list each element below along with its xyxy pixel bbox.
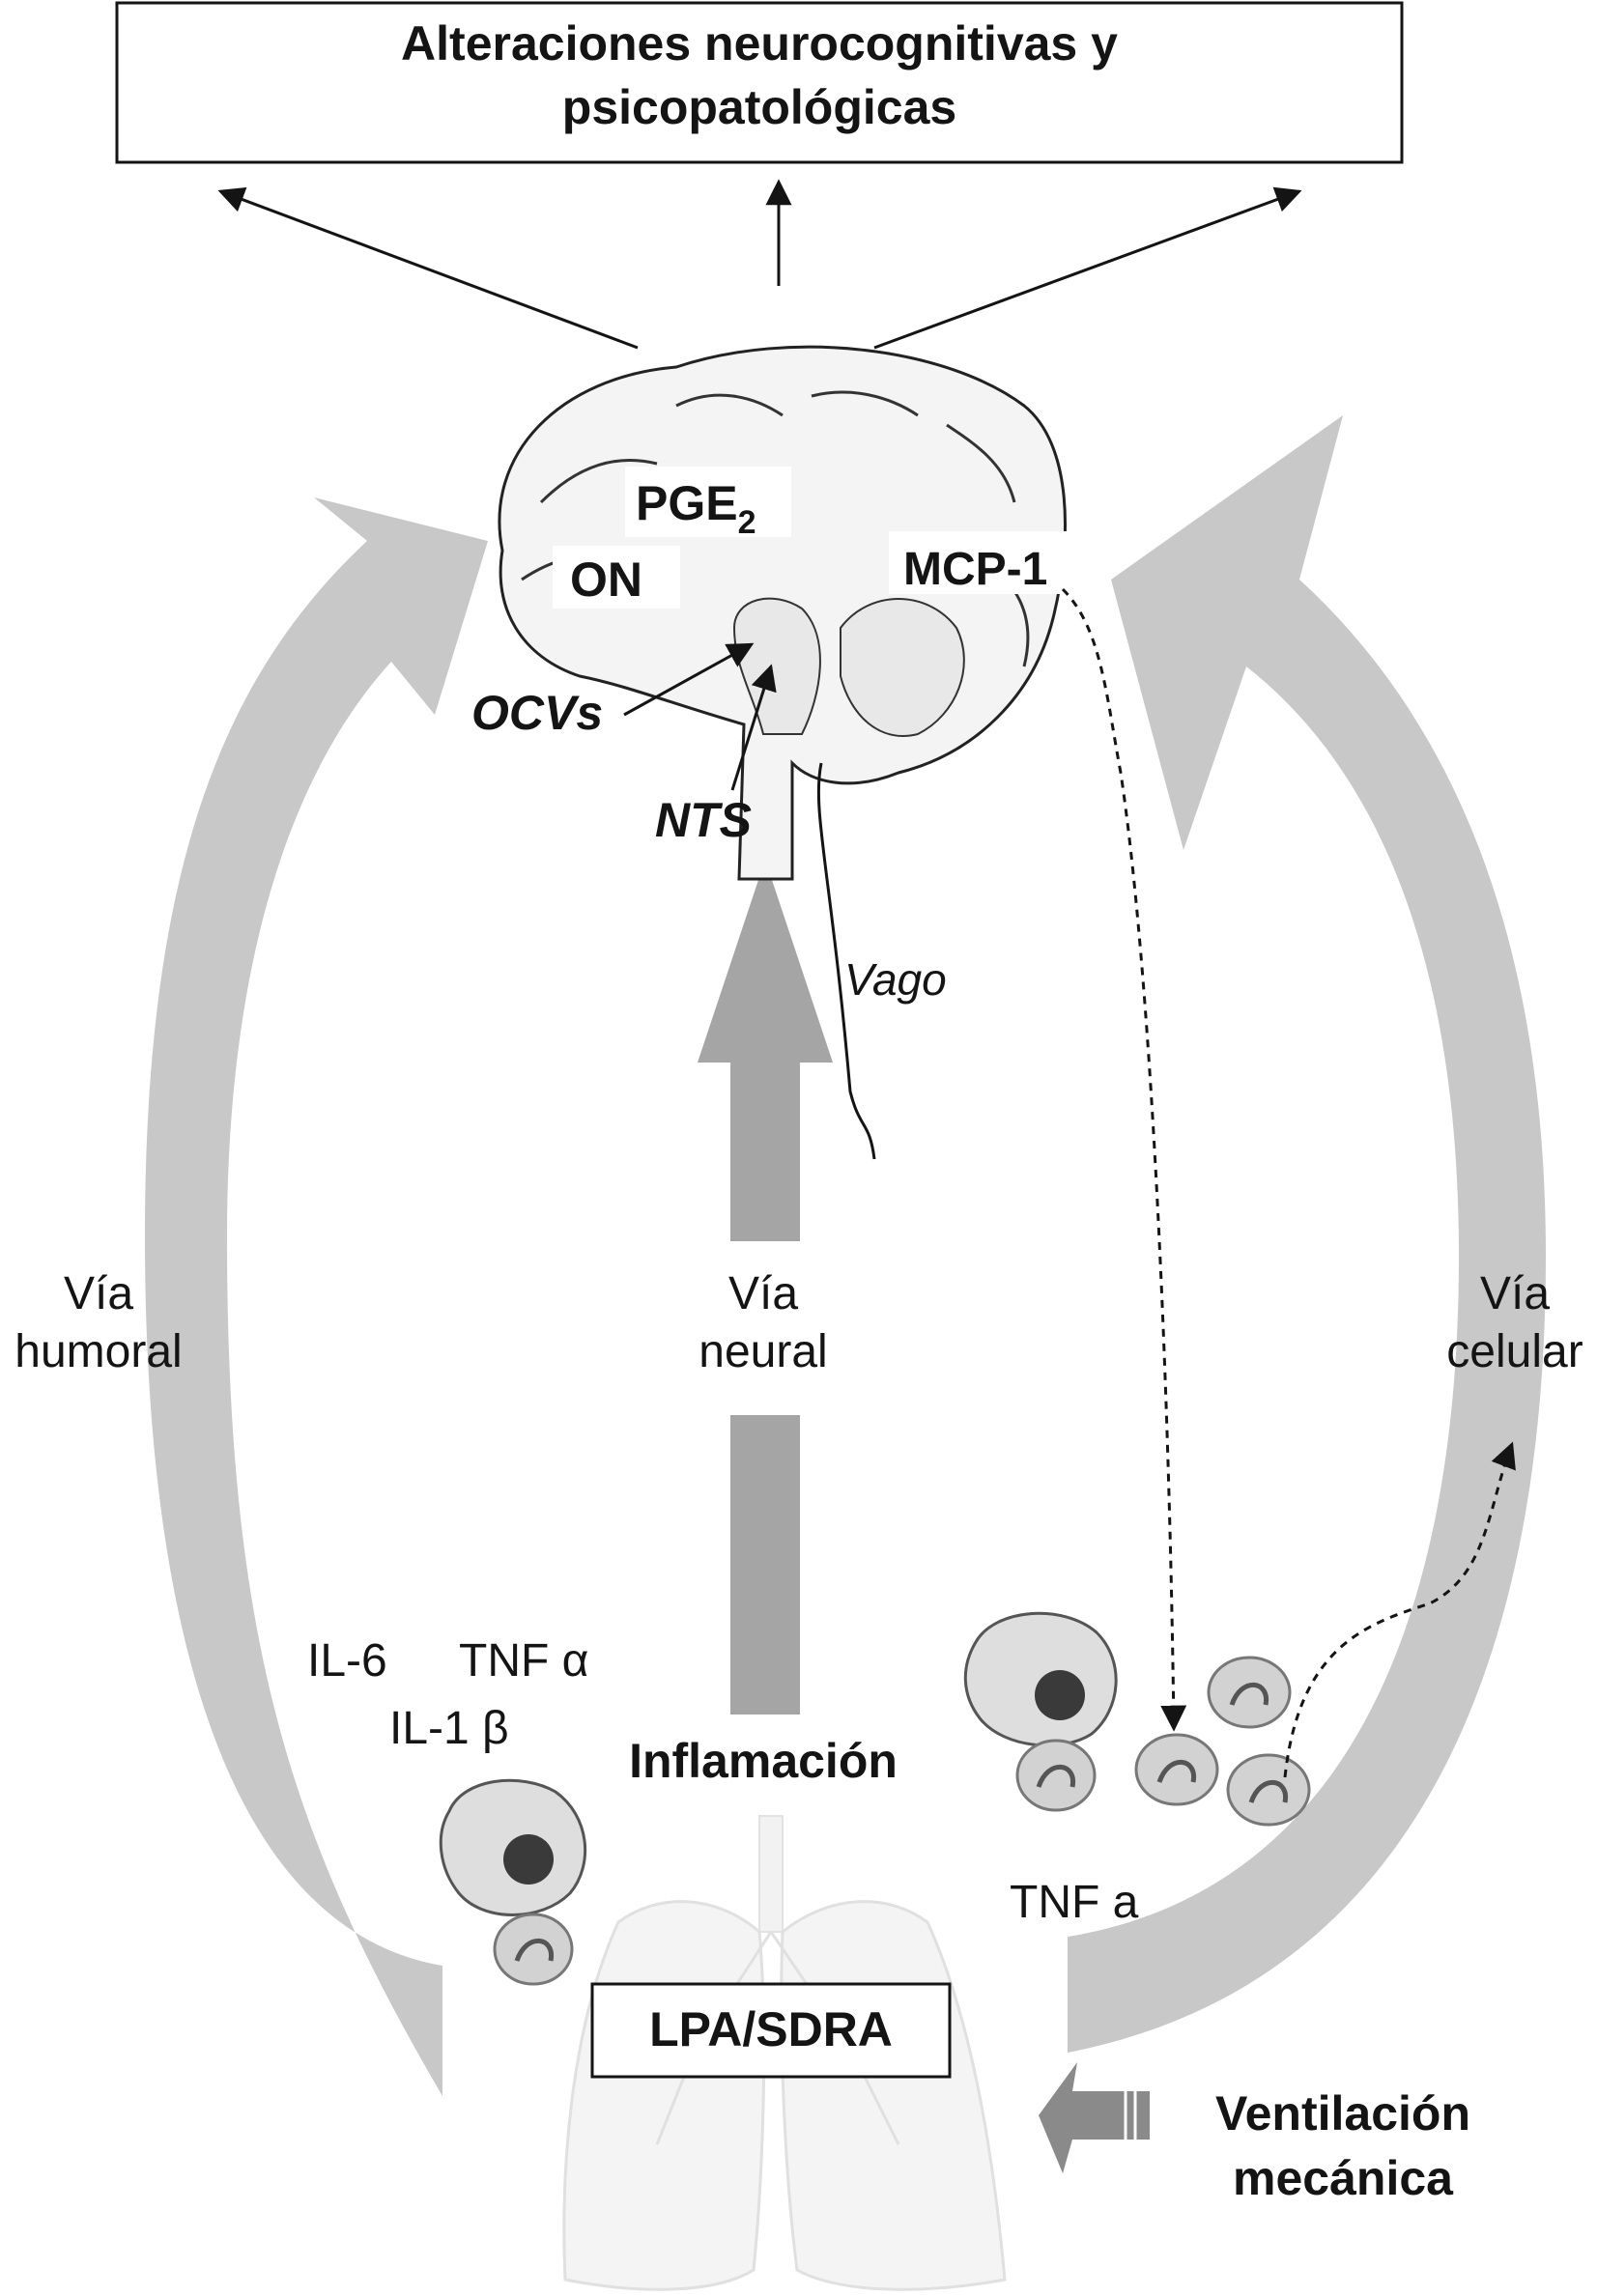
right-cells xyxy=(963,1611,1311,1827)
tnf-alpha-label: TNF α xyxy=(459,1635,588,1687)
left-cells xyxy=(439,1778,587,1986)
on-label: ON xyxy=(570,553,642,607)
macrophage-nucleus xyxy=(503,1834,554,1885)
neural-label-line1: Vía xyxy=(728,1268,798,1319)
humoral-pathway-arrow xyxy=(145,497,488,2096)
mcp1-label-box xyxy=(889,531,1068,594)
outcome-box: Alteraciones neurocognitivas y psicopato… xyxy=(115,1,1404,164)
pge2-label: PGE2 xyxy=(636,476,756,541)
on-label-box xyxy=(553,546,680,609)
humoral-label-line1: Vía xyxy=(64,1268,133,1319)
nts-label: NTS xyxy=(655,793,752,847)
pge2-label-box xyxy=(625,467,791,537)
outcome-arrow-left xyxy=(217,186,639,350)
celular-label-line2: celular xyxy=(1446,1326,1583,1377)
outcome-arrow-right xyxy=(873,186,1302,350)
ventilation-label-line2: mecánica xyxy=(1233,2151,1454,2205)
outcome-title-line2: psicopatológicas xyxy=(562,80,956,134)
vagus-nerve-line xyxy=(816,762,876,1160)
ventilation-label-line1: Ventilación xyxy=(1215,2086,1470,2140)
neural-label-line2: neural xyxy=(699,1326,827,1377)
mcp1-label: MCP-1 xyxy=(903,544,1047,595)
il6-label: IL-6 xyxy=(307,1635,387,1687)
nts-pointer-arrow xyxy=(730,664,777,791)
outcome-title-line1: Alteraciones neurocognitivas y xyxy=(401,16,1118,71)
vagus-label: Vago xyxy=(844,954,947,1005)
celular-pathway-arrow xyxy=(1068,415,1546,2053)
ocvs-pointer-arrow xyxy=(623,642,755,717)
cell-migration-dashed-arrow xyxy=(1283,1441,1516,1778)
humoral-label-line2: humoral xyxy=(14,1326,182,1377)
tnf-a-label: TNF a xyxy=(1010,1877,1139,1928)
celular-label-line1: Vía xyxy=(1480,1268,1550,1319)
inflammation-label: Inflamación xyxy=(629,1734,898,1788)
lung-disease-box: LPA/SDRA xyxy=(590,1982,952,2079)
mcp1-dashed-arrow xyxy=(1061,587,1187,1732)
neural-pathway-arrow xyxy=(698,860,833,1715)
ventilation-arrow xyxy=(1039,2062,1150,2173)
ocvs-label: OCVs xyxy=(471,686,603,740)
lung-disease-label: LPA/SDRA xyxy=(649,2002,893,2056)
il1-beta-label: IL-1 β xyxy=(389,1703,509,1754)
